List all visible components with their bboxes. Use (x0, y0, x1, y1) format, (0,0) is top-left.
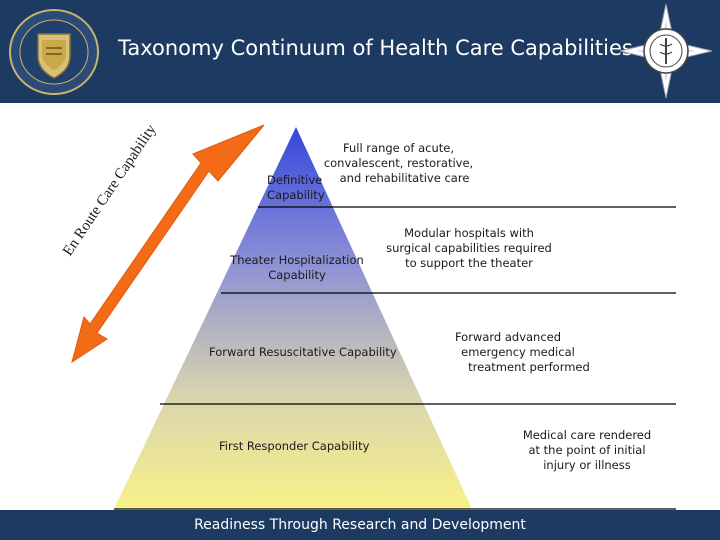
theater-description: Modular hospitals with surgical capabili… (386, 226, 552, 270)
first-responder-label: First Responder Capability (219, 439, 370, 453)
en-route-care-arrow (71, 124, 265, 364)
header-bar: Taxonomy Continuum of Health Care Capabi… (0, 0, 720, 103)
definitive-description: Full range of acute, convalescent, resto… (323, 141, 474, 185)
pyramid (114, 127, 472, 509)
institute-seal-logo (9, 9, 99, 95)
health-care-pyramid-diagram (71, 124, 676, 510)
compass-emblem-logo (619, 3, 713, 99)
forward-description: Forward advanced emergency medical treat… (454, 330, 590, 374)
footer-motto: Readiness Through Research and Developme… (194, 517, 526, 533)
forward-resuscitative-label: Forward Resuscitative Capability (209, 345, 397, 359)
footer-bar: Readiness Through Research and Developme… (0, 510, 720, 540)
first-responder-description: Medical care rendered at the point of in… (522, 428, 652, 472)
page-title: Taxonomy Continuum of Health Care Capabi… (118, 36, 633, 60)
theater-hospitalization-label: Theater Hospitalization Capability (230, 253, 364, 282)
definitive-capability-label: Definitive Capability (267, 173, 325, 202)
